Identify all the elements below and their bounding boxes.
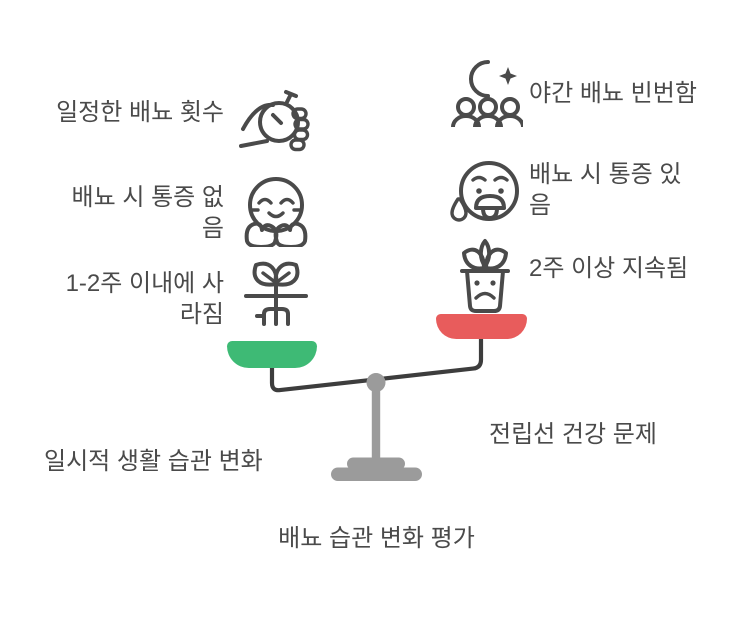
- night-crowd-icon: [451, 55, 523, 127]
- scale-base-top: [347, 457, 405, 470]
- left-scale-pan: [227, 341, 317, 368]
- scale-base-bottom: [331, 467, 422, 481]
- sad-potted-plant-icon: [447, 238, 523, 314]
- scale-post: [371, 388, 381, 462]
- left-item-2-label: 배뇨 시 통증 없 음: [71, 184, 224, 242]
- right-item-1-label: 야간 배뇨 빈번함: [529, 80, 697, 107]
- right-item-3-label: 2주 이상 지속됨: [529, 255, 689, 282]
- left-item-3-label: 1-2주 이내에 사 라짐: [65, 270, 224, 328]
- relieved-face-icon: [237, 175, 315, 247]
- right-scale-pan: [436, 314, 527, 339]
- diagram-title: 배뇨 습관 변화 평가: [278, 525, 475, 552]
- right-conclusion-label: 전립선 건강 문제: [489, 421, 657, 448]
- sprout-icon: [236, 252, 316, 332]
- right-item-2-label: 배뇨 시 통증 있 음: [529, 161, 682, 219]
- scale-pivot: [366, 373, 386, 392]
- left-item-1-label: 일정한 배뇨 횟수: [56, 99, 224, 126]
- stopwatch-hand-icon: [231, 82, 315, 154]
- pained-face-icon: [447, 155, 525, 225]
- left-conclusion-label: 일시적 생활 습관 변화: [44, 448, 263, 475]
